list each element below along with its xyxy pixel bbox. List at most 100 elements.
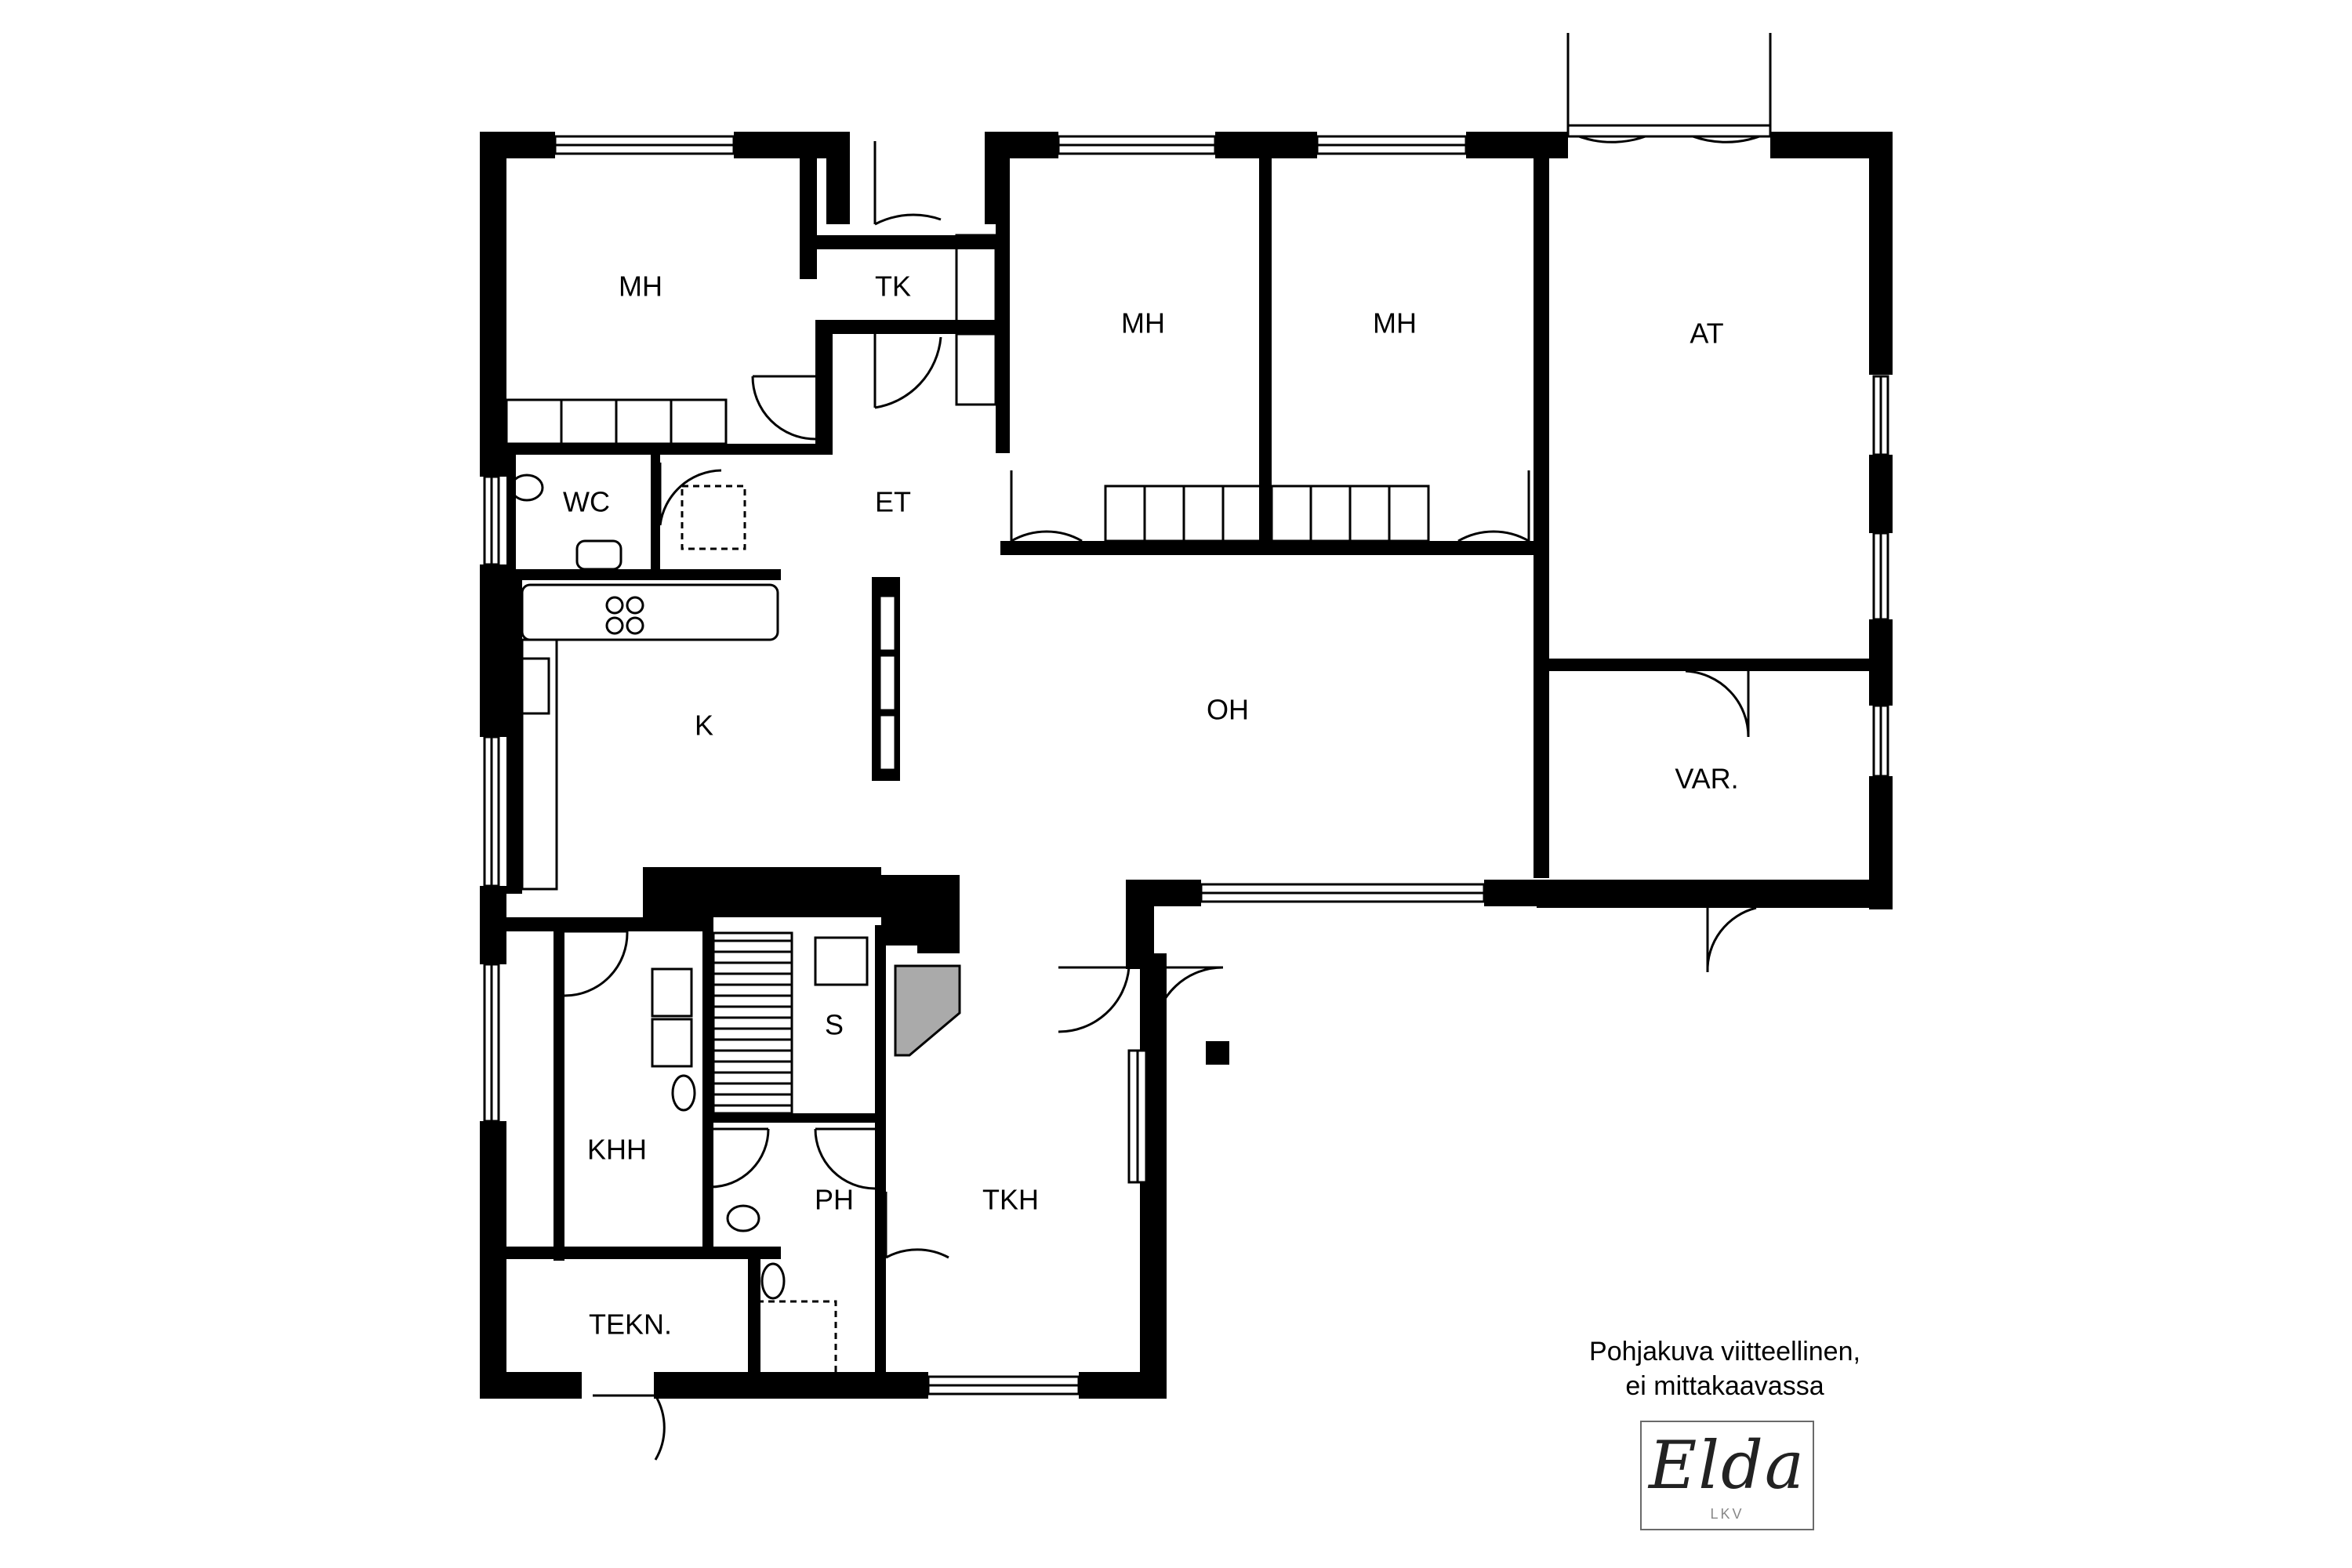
shower-area (756, 1300, 837, 1378)
wall-segment (815, 235, 1000, 249)
room-label-wc: WC (563, 486, 610, 518)
door-swing-arc (751, 376, 816, 441)
island-slot (878, 654, 897, 712)
room-label-var: VAR. (1675, 763, 1738, 795)
room-label-et: ET (875, 486, 911, 518)
room-label-mh-3: MH (1373, 307, 1417, 339)
wall-segment (815, 320, 1000, 334)
wall-segment (702, 1113, 875, 1123)
utility-sink-icon (671, 1074, 696, 1112)
door-swing-arc (1152, 966, 1224, 1033)
wall-segment (1259, 157, 1272, 541)
wall-segment (800, 157, 817, 279)
wall-segment (1537, 880, 1893, 908)
wall-segment (1869, 455, 1893, 533)
wall-segment (702, 917, 713, 1247)
sauna-bench (712, 931, 793, 1115)
wall-segment (1534, 659, 1893, 671)
room-label-mh-2: MH (1121, 307, 1165, 339)
wall-segment (480, 132, 506, 477)
wall-segment (480, 1121, 506, 1396)
pillar (1206, 1041, 1229, 1065)
wall-segment (506, 580, 522, 894)
door-swing-arc (1058, 967, 1131, 1033)
door-swing-arc (710, 1128, 770, 1189)
wall-segment (506, 444, 828, 455)
wall-segment (826, 132, 850, 224)
stove-burner-icon (605, 596, 624, 615)
wall-segment (643, 867, 881, 917)
entry-rug (681, 485, 746, 550)
wall-segment (651, 455, 660, 569)
wall-segment (996, 132, 1010, 453)
door-swing-arc (874, 336, 942, 409)
fixtures (505, 234, 1430, 1378)
wall-segment (1869, 132, 1893, 375)
wall-segment (815, 325, 833, 455)
door-swing-arc (885, 1248, 949, 1259)
stove-burner-icon (605, 616, 624, 635)
logo-name: Elda (1648, 1427, 1806, 1504)
wall-segment (506, 1247, 773, 1259)
door-swing-arc (1685, 670, 1750, 738)
stove-burner-icon (626, 596, 644, 615)
wall-segment (480, 564, 506, 737)
wall-segment (875, 925, 886, 1396)
sink-icon (760, 1262, 786, 1300)
wall-segment (734, 132, 828, 158)
door-swing-arc (1011, 530, 1083, 543)
room-label-tk: TK (875, 270, 911, 303)
room-label-s: S (825, 1009, 844, 1041)
closet-shelf (955, 234, 997, 323)
sauna-stove-icon (814, 936, 869, 986)
agency-logo: Elda LKV (1640, 1421, 1814, 1530)
wall-segment (1000, 541, 1537, 555)
wall-segment (506, 917, 702, 931)
door-swing-arc (654, 1395, 666, 1461)
doors (564, 33, 1772, 1461)
room-label-khh: KHH (587, 1134, 647, 1166)
disclaimer-note: Pohjakuva viitteellinen, ei mittakaavass… (1537, 1334, 1913, 1403)
door-swing-arc (564, 931, 629, 997)
wall-segment (1007, 132, 1058, 158)
toilet-icon (510, 474, 544, 502)
dryer-icon (651, 1018, 693, 1068)
door-swing-arc (814, 1128, 876, 1190)
fireplace-icon (894, 964, 961, 1057)
wall-segment (917, 875, 960, 953)
stove-burner-icon (626, 616, 644, 635)
wall-segment (506, 455, 516, 569)
island-slot (878, 713, 897, 771)
wall-segment (506, 569, 781, 580)
wall-segment (554, 931, 564, 1261)
disclaimer-line-1: Pohjakuva viitteellinen, (1589, 1337, 1860, 1367)
room-label-mh-1: MH (619, 270, 662, 303)
wall-segment (480, 886, 506, 964)
wall-segment (480, 1372, 582, 1399)
wall-segment (1518, 132, 1537, 158)
disclaimer-line-2: ei mittakaavassa (1625, 1371, 1824, 1401)
closet-shelf (955, 332, 997, 406)
door-swing-arc (1457, 530, 1530, 543)
wall-segment (748, 1247, 760, 1388)
kitchen-sink-icon (516, 657, 550, 715)
room-label-k: K (695, 710, 713, 742)
wall-segment (1534, 157, 1549, 878)
island-slot (878, 594, 897, 652)
door-swing-arc (1706, 906, 1757, 973)
room-label-ph: PH (815, 1184, 854, 1216)
room-label-tkh: TKH (982, 1184, 1039, 1216)
wall-segment (1126, 880, 1201, 906)
room-label-at: AT (1690, 318, 1723, 350)
room-label-oh: OH (1207, 694, 1249, 726)
door-swing-arc (874, 213, 942, 226)
wall-segment (1537, 132, 1568, 158)
door-swing-arc (659, 469, 722, 526)
logo-sub: LKV (1710, 1506, 1744, 1522)
kitchen-counter-side (521, 638, 558, 891)
room-label-tekn: TEKN. (589, 1308, 672, 1341)
kitchen-counter (521, 583, 779, 641)
windows (483, 135, 1889, 1396)
wall-segment (1215, 132, 1317, 158)
